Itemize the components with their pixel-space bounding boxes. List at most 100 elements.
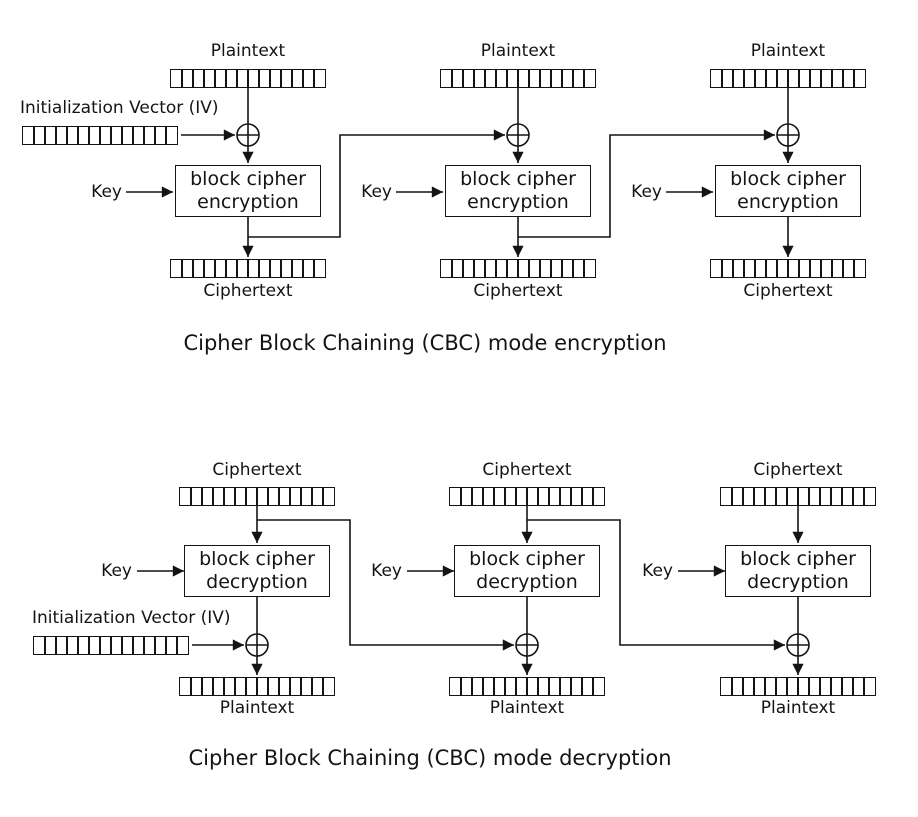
bit-cell-divider xyxy=(754,70,756,87)
plaintext-label: Plaintext xyxy=(760,698,836,718)
bit-cell-divider xyxy=(798,70,800,87)
bit-cell-divider xyxy=(797,488,799,505)
bit-cell-divider xyxy=(583,70,585,87)
bit-cell-divider xyxy=(537,678,539,695)
enc1-chain-to-unit2 xyxy=(248,129,505,238)
bit-cell-divider xyxy=(493,488,495,505)
bit-cell-divider xyxy=(462,70,464,87)
bit-cell-divider xyxy=(581,678,583,695)
bit-cell-divider xyxy=(269,260,271,277)
enc-unit2-wires xyxy=(396,88,775,257)
bit-cell-divider xyxy=(66,637,68,654)
bit-cell-divider xyxy=(451,260,453,277)
plaintext-label: Plaintext xyxy=(219,698,295,718)
plaintext-block xyxy=(720,677,876,696)
bit-cell-divider xyxy=(517,260,519,277)
bit-cell-divider xyxy=(77,637,79,654)
bit-cell-divider xyxy=(313,70,315,87)
bit-cell-divider xyxy=(570,678,572,695)
bit-cell-divider xyxy=(460,488,462,505)
dec1-chain-to-unit2 xyxy=(257,519,514,651)
bit-cell-divider xyxy=(225,260,227,277)
plaintext-label: Plaintext xyxy=(210,41,286,61)
bit-cell-divider xyxy=(302,260,304,277)
box-line2: decryption xyxy=(747,571,849,593)
bit-cell-divider xyxy=(278,488,280,505)
bit-cell-divider xyxy=(764,488,766,505)
key-label: Key xyxy=(101,561,132,581)
bit-cell-divider xyxy=(504,678,506,695)
bit-cell-divider xyxy=(154,127,156,144)
bit-cell-divider xyxy=(592,488,594,505)
bit-cell-divider xyxy=(506,70,508,87)
bit-cell-divider xyxy=(132,637,134,654)
bit-cell-divider xyxy=(291,70,293,87)
bit-cell-divider xyxy=(247,260,249,277)
bit-cell-divider xyxy=(267,488,269,505)
iv-block xyxy=(22,126,178,145)
bit-cell-divider xyxy=(504,488,506,505)
enc2-chain-to-unit3 xyxy=(518,129,775,238)
bit-cell-divider xyxy=(110,127,112,144)
bit-cell-divider xyxy=(787,70,789,87)
bit-cell-divider xyxy=(742,678,744,695)
bit-cell-divider xyxy=(88,127,90,144)
dec-unit3-wires xyxy=(678,506,810,675)
bit-cell-divider xyxy=(484,260,486,277)
bit-cell-divider xyxy=(863,488,865,505)
bit-cell-divider xyxy=(528,70,530,87)
bit-cell-divider xyxy=(572,70,574,87)
bit-cell-divider xyxy=(550,70,552,87)
bit-cell-divider xyxy=(809,70,811,87)
iv-block xyxy=(33,636,189,655)
dec2-chain-to-unit3 xyxy=(527,519,785,651)
bit-cell-divider xyxy=(214,260,216,277)
bit-cell-divider xyxy=(852,488,854,505)
bit-cell-divider xyxy=(841,488,843,505)
bit-cell-divider xyxy=(808,488,810,505)
key-label: Key xyxy=(91,182,122,202)
bit-cell-divider xyxy=(830,488,832,505)
bit-cell-divider xyxy=(322,488,324,505)
bit-cell-divider xyxy=(311,678,313,695)
bit-cell-divider xyxy=(181,70,183,87)
bit-cell-divider xyxy=(203,260,205,277)
bit-cell-divider xyxy=(225,70,227,87)
bit-cell-divider xyxy=(808,678,810,695)
block-cipher-decryption-box: block cipher decryption xyxy=(725,545,871,597)
bit-cell-divider xyxy=(236,260,238,277)
bit-cell-divider xyxy=(570,488,572,505)
bit-cell-divider xyxy=(732,260,734,277)
bit-cell-divider xyxy=(66,127,68,144)
iv-label: Initialization Vector (IV) xyxy=(20,98,219,118)
bit-cell-divider xyxy=(201,488,203,505)
bit-cell-divider xyxy=(165,127,167,144)
bit-cell-divider xyxy=(203,70,205,87)
box-line2: encryption xyxy=(737,191,839,213)
bit-cell-divider xyxy=(731,488,733,505)
plaintext-block xyxy=(170,69,326,88)
bit-cell-divider xyxy=(44,127,46,144)
ciphertext-block xyxy=(720,487,876,506)
bit-cell-divider xyxy=(495,260,497,277)
bit-cell-divider xyxy=(190,678,192,695)
bit-cell-divider xyxy=(548,678,550,695)
bit-cell-divider xyxy=(776,260,778,277)
bit-cell-divider xyxy=(819,488,821,505)
bit-cell-divider xyxy=(267,678,269,695)
bit-cell-divider xyxy=(278,678,280,695)
box-line2: encryption xyxy=(197,191,299,213)
bit-cell-divider xyxy=(786,488,788,505)
block-cipher-decryption-box: block cipher decryption xyxy=(454,545,600,597)
box-line1: block cipher xyxy=(190,168,306,190)
bit-cell-divider xyxy=(280,260,282,277)
bit-cell-divider xyxy=(176,637,178,654)
bit-cell-divider xyxy=(33,127,35,144)
bit-cell-divider xyxy=(55,127,57,144)
bit-cell-divider xyxy=(548,488,550,505)
bit-cell-divider xyxy=(765,70,767,87)
bit-cell-divider xyxy=(798,260,800,277)
bit-cell-divider xyxy=(775,678,777,695)
bit-cell-divider xyxy=(245,678,247,695)
